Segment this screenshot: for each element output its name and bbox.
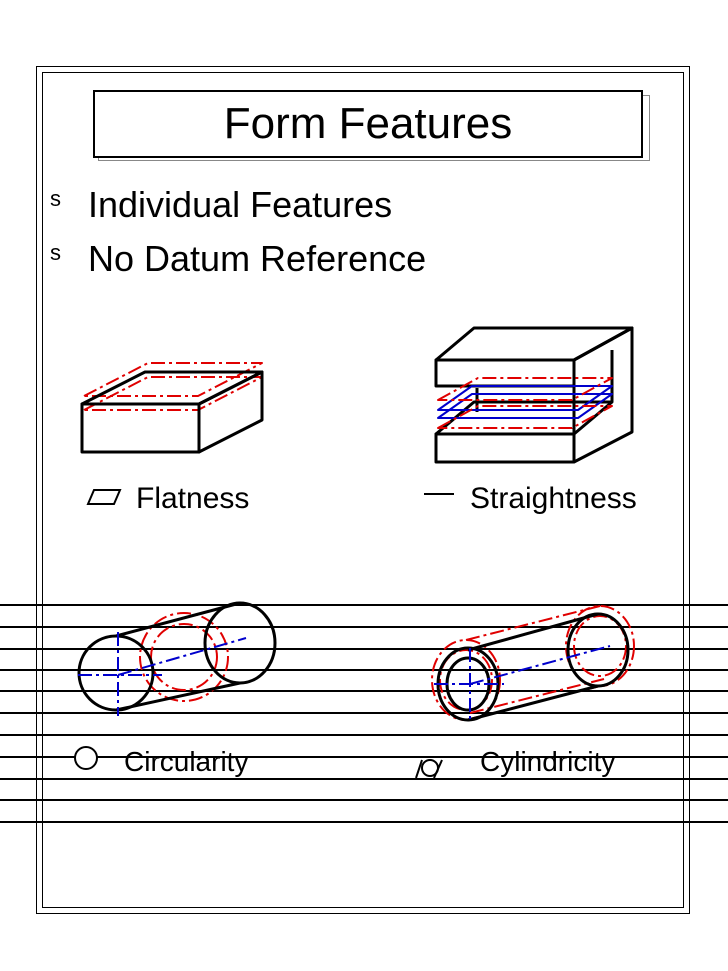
bullet-marker: s [50,186,61,211]
straightness-label: Straightness [470,482,637,515]
page-frame-outer [36,66,690,914]
bullet-marker: s [50,240,61,265]
bullet-text: No Datum Reference [88,238,427,279]
cylindricity-icon [415,759,443,779]
circularity-diagram [77,601,277,716]
page-frame-inner [42,72,684,908]
circularity-label: Circularity [124,746,249,777]
bullet-item: s Individual Features [50,184,392,226]
horizontal-line-band [0,604,728,823]
circle-icon [74,746,98,770]
flatness-label: Flatness [136,482,250,515]
page-title-text: Form Features [223,99,513,148]
cylindricity-label: Cylindricity [480,746,616,777]
bullet-text: Individual Features [88,184,393,225]
parallelogram-icon [86,489,122,505]
page-title: Form Features [93,90,643,158]
bullet-item: s No Datum Reference [50,238,426,280]
flatness-diagram [80,362,264,454]
cylindricity-diagram [431,605,635,722]
straightness-diagram [434,326,634,464]
